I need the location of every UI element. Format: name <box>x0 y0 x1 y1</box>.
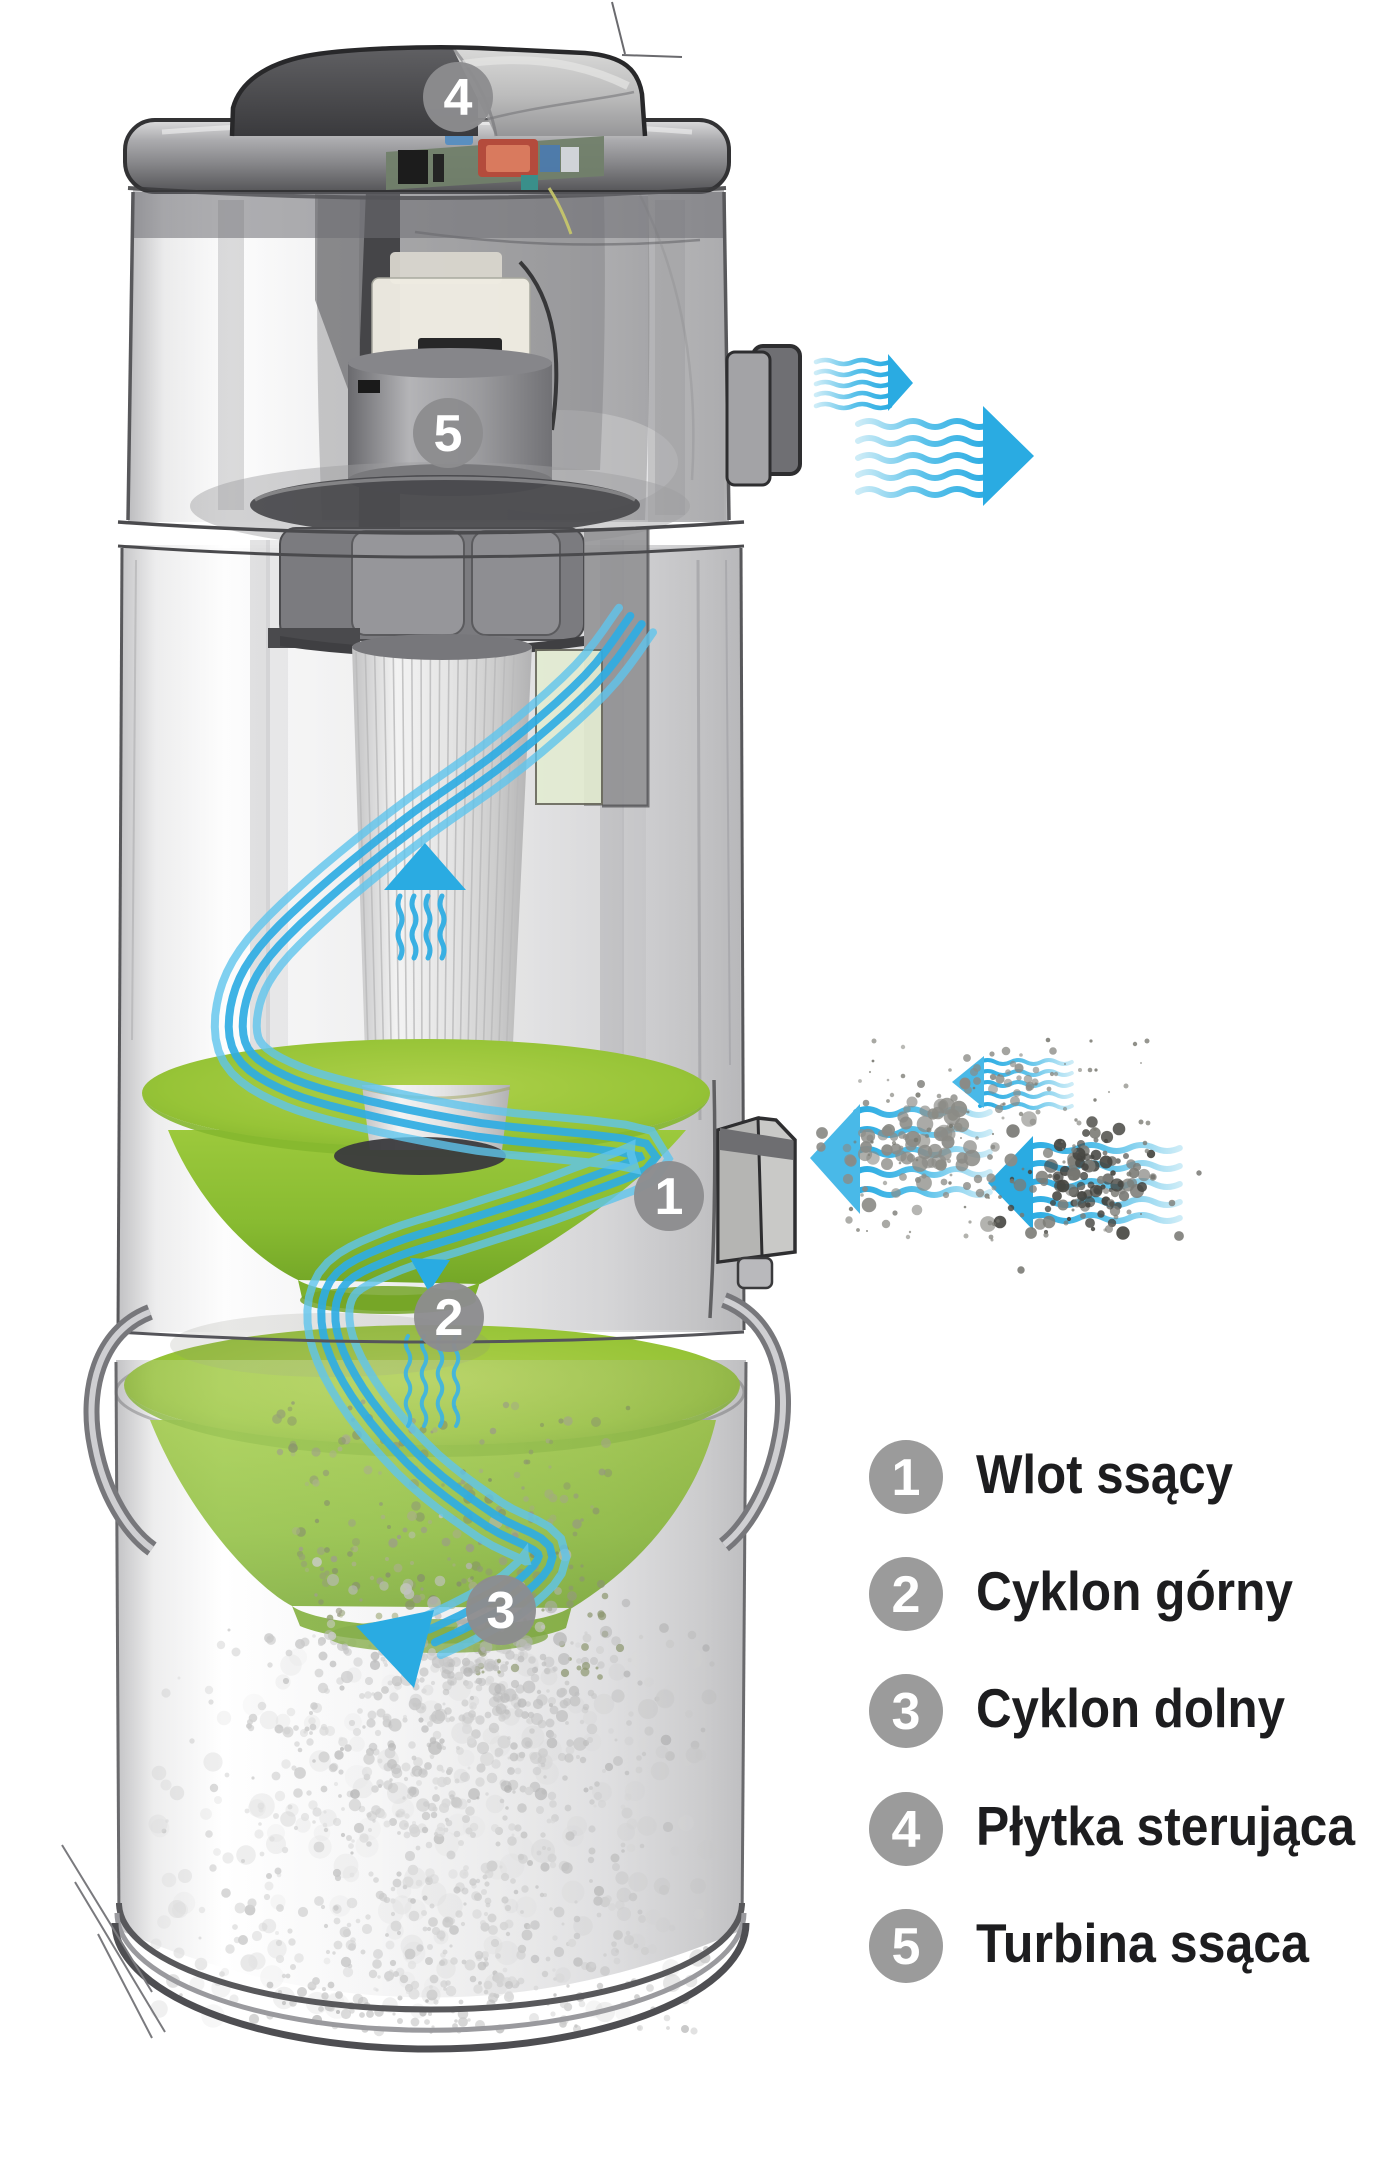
svg-text:1: 1 <box>892 1449 921 1507</box>
svg-text:Turbina ssąca: Turbina ssąca <box>976 1912 1309 1974</box>
svg-text:3: 3 <box>892 1683 921 1741</box>
svg-text:3: 3 <box>487 1582 516 1640</box>
svg-text:5: 5 <box>892 1918 921 1976</box>
svg-text:Cyklon dolny: Cyklon dolny <box>976 1677 1285 1739</box>
svg-text:Płytka sterująca: Płytka sterująca <box>976 1795 1355 1857</box>
svg-text:4: 4 <box>444 69 473 127</box>
svg-text:1: 1 <box>655 1168 684 1226</box>
svg-text:2: 2 <box>892 1566 921 1624</box>
svg-text:Wlot ssący: Wlot ssący <box>976 1443 1233 1505</box>
svg-text:4: 4 <box>892 1801 921 1859</box>
svg-text:Cyklon górny: Cyklon górny <box>976 1560 1293 1622</box>
svg-text:2: 2 <box>435 1289 464 1347</box>
svg-text:5: 5 <box>434 405 463 463</box>
